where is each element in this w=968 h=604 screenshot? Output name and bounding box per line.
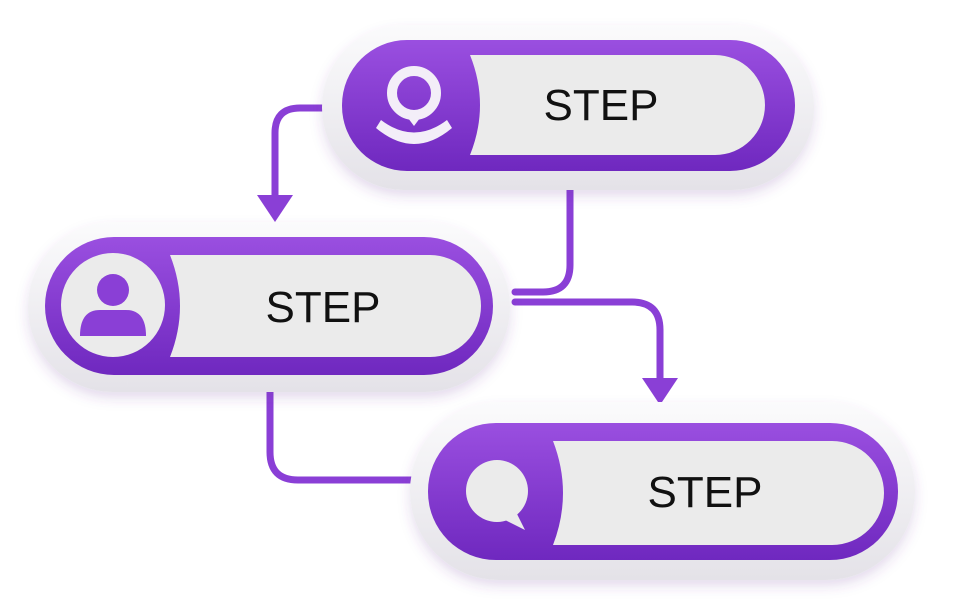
chat-bubble-icon <box>466 460 528 530</box>
step-label: STEP <box>648 468 763 517</box>
step-label: STEP <box>544 81 659 130</box>
connector-step2-to-step3-left <box>266 388 416 484</box>
step-label: STEP <box>266 283 381 332</box>
connector-step1-to-step2-right <box>511 186 574 296</box>
user-icon <box>80 274 146 336</box>
arrow-head-icon <box>642 378 678 405</box>
step-card-1[interactable]: STEP <box>322 25 814 190</box>
arrow-head-icon <box>257 195 293 222</box>
connector-step1-to-step2 <box>271 104 329 204</box>
location-pin-icon <box>376 66 452 144</box>
step-card-2[interactable]: STEP <box>28 222 510 392</box>
step-card-3[interactable]: STEP <box>410 402 915 580</box>
connector-step2-to-step3 <box>511 298 664 389</box>
